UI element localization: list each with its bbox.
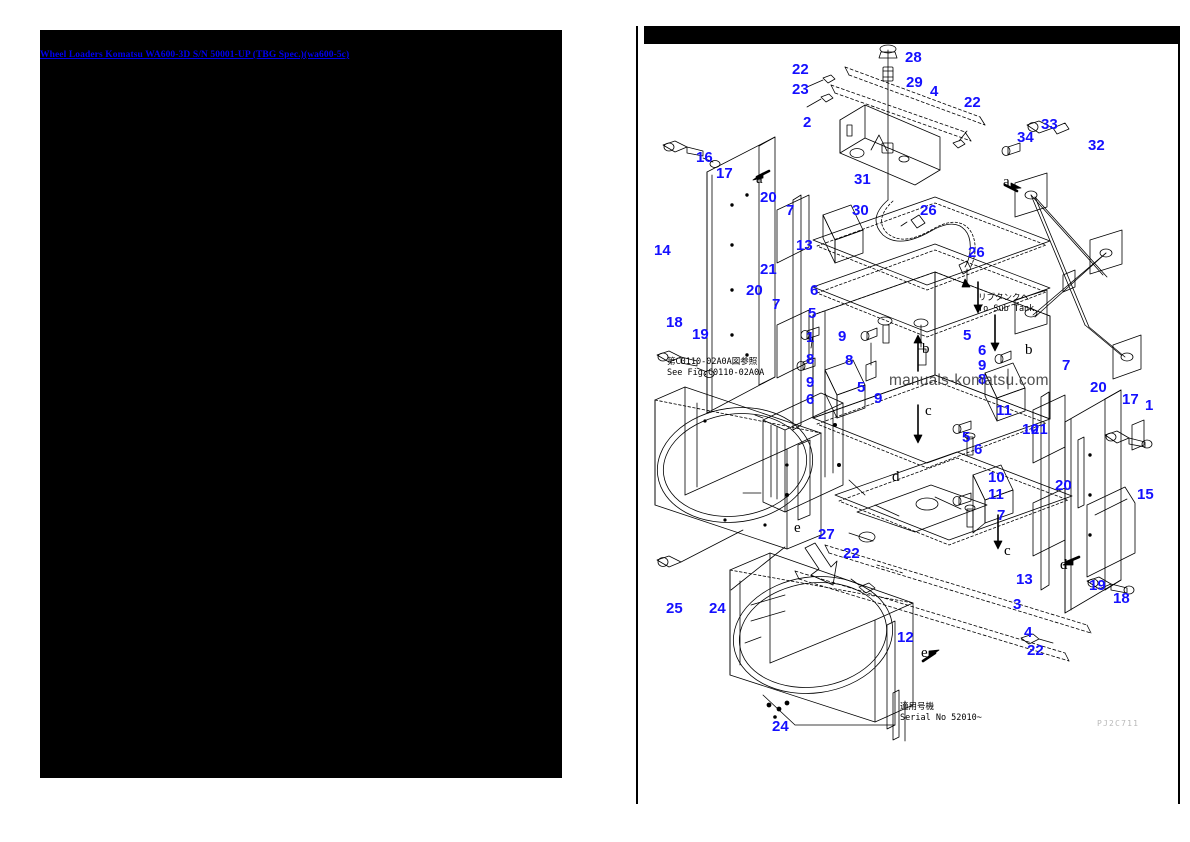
see-fig-note: 第C0110-02A0A図参照 See Fig.C0110-02A0A <box>667 357 765 379</box>
callout-number[interactable]: 6 <box>806 391 815 408</box>
section-letter: d <box>892 469 900 485</box>
diagram-border-left <box>636 26 638 804</box>
callout-number[interactable]: 26 <box>920 202 937 219</box>
callout-number[interactable]: 23 <box>792 81 809 98</box>
to-sub-tank-note: リブタンクへ To Sub Tank <box>978 293 1035 315</box>
callout-number[interactable]: 13 <box>1016 571 1033 588</box>
callout-number[interactable]: 26 <box>968 244 985 261</box>
callout-number[interactable]: 7 <box>772 296 781 313</box>
callout-number[interactable]: 20 <box>746 282 763 299</box>
section-letter: b <box>1025 342 1033 358</box>
callout-number[interactable]: 6 <box>974 441 983 458</box>
callout-number[interactable]: 34 <box>1017 129 1034 146</box>
section-letter: b <box>922 341 930 357</box>
callout-number[interactable]: 31 <box>854 171 871 188</box>
callout-number[interactable]: 5 <box>808 305 817 322</box>
callout-number[interactable]: 9 <box>874 390 883 407</box>
callout-number[interactable]: 30 <box>852 202 869 219</box>
callout-number[interactable]: 7 <box>786 202 795 219</box>
callout-number[interactable]: 9 <box>978 357 987 374</box>
callout-number[interactable]: 5 <box>962 429 971 446</box>
section-letter: a <box>756 171 763 187</box>
document-preview-panel <box>40 30 562 778</box>
callout-number[interactable]: 22 <box>792 61 809 78</box>
callout-number[interactable]: 8 <box>978 371 987 388</box>
section-letter: e <box>921 645 928 661</box>
callout-number[interactable]: 5 <box>963 327 972 344</box>
callout-number[interactable]: 32 <box>1088 137 1105 154</box>
callout-number[interactable]: 8 <box>845 352 854 369</box>
callout-number[interactable]: 16 <box>696 149 713 166</box>
section-letter: c <box>925 403 932 419</box>
callout-number[interactable]: 1 <box>806 329 815 346</box>
callout-number[interactable]: 3 <box>1013 596 1022 613</box>
callout-number[interactable]: 6 <box>978 342 987 359</box>
callout-number[interactable]: 20 <box>760 189 777 206</box>
callout-number[interactable]: 19 <box>692 326 709 343</box>
section-letter: a <box>1003 174 1010 190</box>
callout-number[interactable]: 22 <box>843 545 860 562</box>
callout-number[interactable]: 10 <box>988 469 1005 486</box>
diagram-header-bar <box>644 26 1180 44</box>
callout-number[interactable]: 17 <box>716 165 733 182</box>
callout-number[interactable]: 7 <box>1062 357 1071 374</box>
callout-number[interactable]: 11 <box>988 486 1004 503</box>
callout-number[interactable]: 27 <box>818 526 835 543</box>
page-code-label: PJ2C711 <box>1097 719 1140 728</box>
callout-number[interactable]: 17 <box>1122 391 1139 408</box>
callout-number[interactable]: 13 <box>796 237 813 254</box>
callout-number[interactable]: 2 <box>803 114 812 131</box>
document-title-link[interactable]: Wheel Loaders Komatsu WA600-3D S/N 50001… <box>40 50 350 60</box>
callout-number[interactable]: 22 <box>1027 642 1044 659</box>
callout-number[interactable]: 18 <box>666 314 683 331</box>
callout-number[interactable]: 22 <box>964 94 981 111</box>
exploded-parts-drawing <box>654 44 1153 742</box>
callout-number[interactable]: 9 <box>806 374 815 391</box>
callout-number[interactable]: 9 <box>838 328 847 345</box>
callout-number[interactable]: 4 <box>930 83 939 100</box>
callout-number[interactable]: 7 <box>997 507 1006 524</box>
callout-number[interactable]: 14 <box>654 242 671 259</box>
callout-number[interactable]: 8 <box>806 351 815 368</box>
callout-number[interactable]: 33 <box>1041 116 1058 133</box>
callout-number[interactable]: 19 <box>1089 577 1106 594</box>
callout-number[interactable]: 11 <box>996 402 1012 419</box>
callout-number[interactable]: 20 <box>1055 477 1072 494</box>
callout-number[interactable]: 15 <box>1137 486 1154 503</box>
callout-number[interactable]: 4 <box>1024 624 1033 641</box>
callout-number[interactable]: 20 <box>1090 379 1107 396</box>
callout-number[interactable]: 24 <box>772 718 789 735</box>
callout-number[interactable]: 29 <box>906 74 923 91</box>
section-letter: e <box>794 520 801 536</box>
callout-number[interactable]: 1 <box>1145 397 1154 414</box>
section-letter: c <box>1004 543 1011 559</box>
diagram-border-right <box>1178 26 1180 804</box>
watermark-text: manuals-komatsu.com <box>889 372 1049 389</box>
callout-number[interactable]: 25 <box>666 600 683 617</box>
callout-number[interactable]: 6 <box>810 282 819 299</box>
callout-number[interactable]: 28 <box>905 49 922 66</box>
callout-number[interactable]: 10 <box>1022 421 1039 438</box>
section-letter: d <box>1060 557 1068 573</box>
serial-no-note: 適用号機 Serial No 52010~ <box>900 702 982 724</box>
callout-number[interactable]: 12 <box>897 629 914 646</box>
callout-number[interactable]: 18 <box>1113 590 1130 607</box>
callout-number[interactable]: 5 <box>857 379 866 396</box>
callout-number[interactable]: 21 <box>1031 421 1048 438</box>
callout-number[interactable]: 24 <box>709 600 726 617</box>
callout-number[interactable]: 21 <box>760 261 777 278</box>
